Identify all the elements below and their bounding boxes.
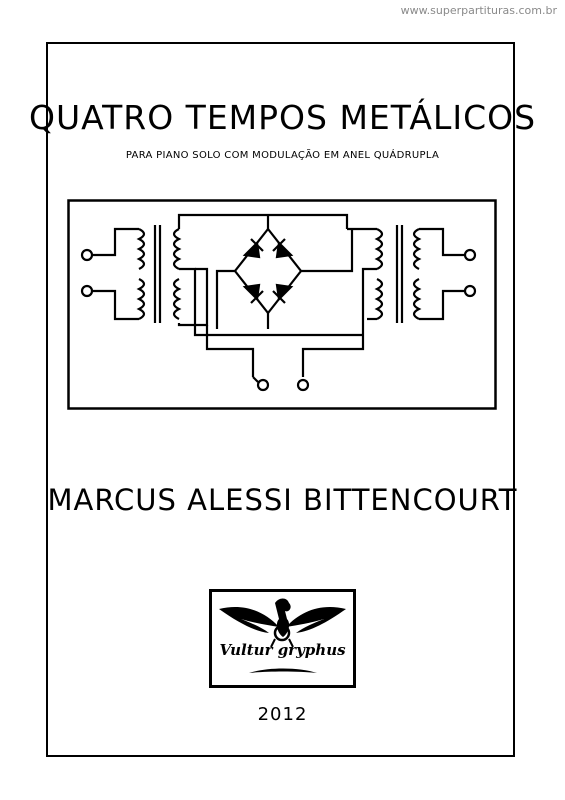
diode-lower-left — [242, 283, 264, 304]
publisher-logo-text: Vultur gryphus — [219, 641, 346, 659]
site-url[interactable]: www.superpartituras.com.br — [400, 4, 557, 17]
circuit-frame — [67, 199, 497, 410]
left-secondary-coil — [172, 228, 182, 320]
publication-year: 2012 — [257, 704, 308, 725]
left-terminal-bottom — [80, 284, 94, 298]
left-primary-coil — [136, 228, 146, 320]
griffin-vulture-icon — [219, 598, 346, 673]
carrier-terminal-right — [296, 378, 310, 392]
right-terminal-top — [463, 248, 477, 262]
diode-bridge — [233, 227, 303, 315]
cover-page-frame — [46, 42, 515, 757]
publisher-logo: Vultur gryphus — [209, 589, 356, 688]
right-terminal-bottom — [463, 284, 477, 298]
ring-modulator-circuit-illustration — [67, 199, 497, 410]
right-primary-coil — [412, 228, 422, 320]
left-terminal-top — [80, 248, 94, 262]
diode-upper-left — [242, 238, 264, 259]
right-secondary-coil — [374, 228, 384, 320]
composer-name: MARCUS ALESSI BITTENCOURT — [47, 483, 518, 517]
score-subtitle: PARA PIANO SOLO COM MODULAÇÃO EM ANEL QU… — [125, 150, 440, 161]
diode-lower-right — [272, 283, 294, 304]
score-title: QUATRO TEMPOS METÁLICOS — [28, 98, 537, 137]
diode-upper-right — [272, 238, 294, 259]
carrier-terminal-left — [256, 378, 270, 392]
